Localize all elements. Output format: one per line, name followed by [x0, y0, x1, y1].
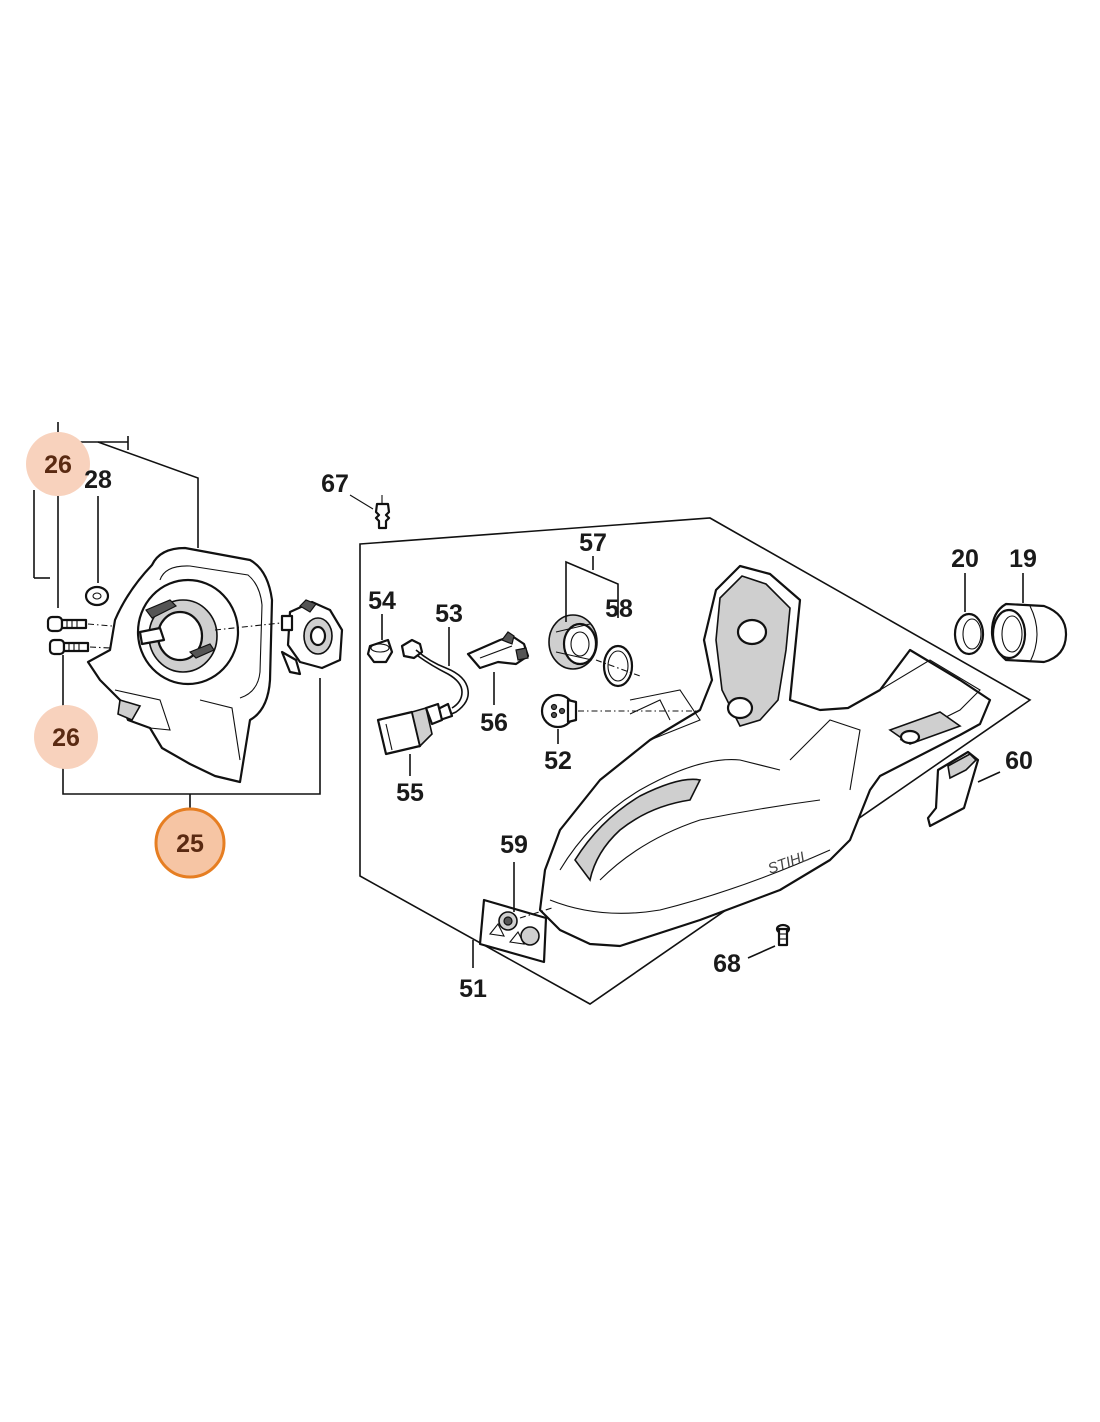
cover-plate-part-60 [926, 750, 980, 828]
assembly-51-group: 51 67 57 58 54 [321, 470, 1032, 1005]
leader-60 [977, 771, 1001, 783]
warning-decal-part-59 [478, 898, 548, 964]
carburetor-housing-part [86, 546, 274, 784]
leader-68 [747, 945, 776, 959]
fuel-filter-part-55 [376, 702, 444, 756]
callout-67: 67 [321, 470, 349, 498]
callout-59: 59 [500, 831, 528, 859]
assembly-25-group: 26 28 26 25 [26, 422, 344, 879]
bracket-line-top-right [97, 441, 199, 548]
callout-20: 20 [951, 545, 979, 573]
o-ring-inner [607, 650, 629, 682]
callout-28: 28 [84, 466, 112, 494]
callout-56: 56 [480, 709, 508, 737]
carburetor-part [280, 599, 344, 676]
callout-57: 57 [579, 529, 607, 557]
assembly-axis [519, 907, 553, 919]
rear-handle-housing-part: STIHL [538, 564, 992, 948]
screw-part-67 [349, 494, 391, 530]
highlight-badge-26-bottom [34, 705, 98, 769]
valve-part-56 [466, 631, 530, 670]
screw-part-26-upper [46, 615, 88, 633]
callout-51: 51 [459, 975, 487, 1003]
callout-26-bottom: 26 [52, 724, 80, 752]
callout-60: 60 [1005, 747, 1033, 775]
callout-58: 58 [605, 595, 633, 623]
callout-68: 68 [713, 950, 741, 978]
highlight-badge-25 [154, 807, 226, 879]
callout-54: 54 [368, 587, 396, 615]
callout-52: 52 [544, 747, 572, 775]
bushing-part-19 [990, 602, 1068, 664]
screw-part-26-lower [48, 638, 90, 656]
fuel-cap-part-57 [548, 614, 598, 670]
callout-55: 55 [396, 779, 424, 807]
assembly-axis [595, 659, 641, 677]
callout-53: 53 [435, 600, 463, 628]
washer-part-28 [84, 585, 110, 607]
ring-part-20 [953, 612, 985, 656]
bracket-57 [565, 560, 619, 622]
plug-part-52 [540, 693, 578, 729]
callout-25: 25 [176, 830, 204, 858]
callout-19: 19 [1009, 545, 1037, 573]
screw-part-68 [775, 923, 791, 947]
callout-26-top: 26 [44, 451, 72, 479]
grommet-part-54 [366, 638, 394, 664]
highlight-badge-26-top [26, 432, 90, 496]
bracket-line-25 [62, 678, 321, 795]
